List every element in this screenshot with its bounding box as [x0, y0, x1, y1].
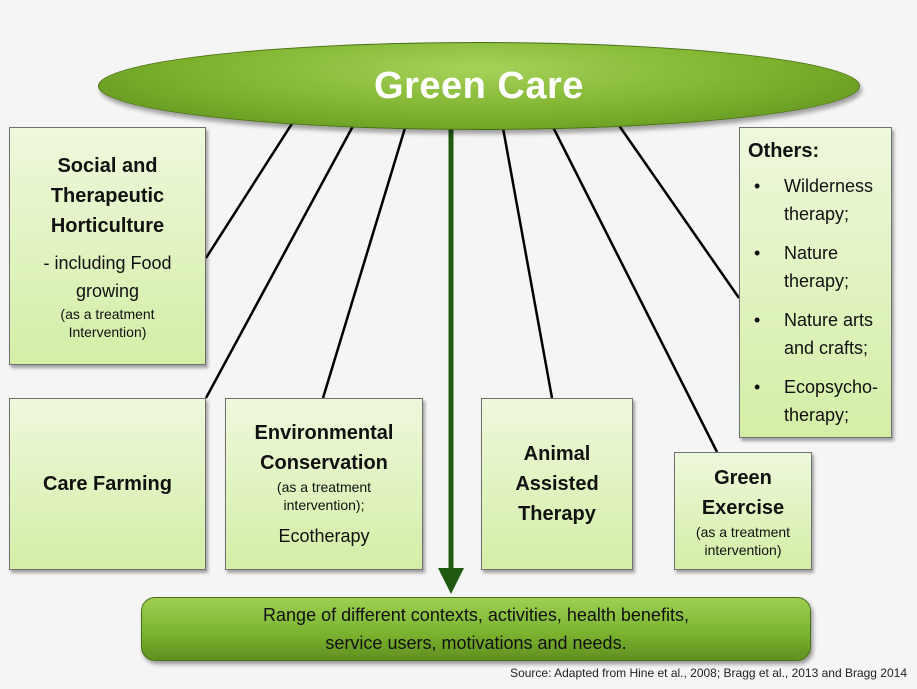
list-item: • Ecopsycho- therapy;	[748, 373, 891, 429]
green-exercise-title: Green Exercise	[702, 463, 784, 523]
horticulture-title: Social and Therapeutic Horticulture	[51, 151, 164, 241]
horticulture-note-line: Intervention)	[68, 324, 147, 340]
outcomes-line: Range of different contexts, activities,…	[263, 605, 689, 625]
bullet-icon: •	[754, 243, 761, 263]
others-item-line: Nature	[784, 243, 839, 263]
others-item-line: Ecopsycho-	[784, 377, 879, 397]
connector-green-exercise	[551, 126, 719, 453]
others-item-line: Wilderness	[784, 176, 874, 196]
bullet-icon: •	[754, 310, 761, 330]
connector-care-farming	[204, 125, 355, 399]
environmental-title-line: Conservation	[260, 452, 388, 474]
box-care-farming: Care Farming	[9, 398, 206, 570]
bullet-icon: •	[754, 377, 761, 397]
horticulture-note: (as a treatment Intervention)	[60, 305, 154, 341]
green-exercise-note-line: intervention)	[704, 542, 782, 558]
connector-environmental	[321, 127, 407, 399]
green-care-ellipse: Green Care	[98, 42, 860, 130]
box-animal-assisted-therapy: Animal Assisted Therapy	[481, 398, 633, 570]
source-citation: Source: Adapted from Hine et al., 2008; …	[510, 666, 907, 680]
list-item: • Nature therapy;	[748, 239, 891, 295]
others-item-line: therapy;	[784, 271, 850, 291]
box-horticulture: Social and Therapeutic Horticulture - in…	[9, 127, 206, 365]
horticulture-title-line: Therapeutic	[50, 185, 165, 207]
horticulture-title-line: Horticulture	[50, 215, 165, 237]
others-item-line: therapy;	[784, 405, 850, 425]
environmental-note-line: (as a treatment	[276, 479, 372, 495]
others-list: • Wilderness therapy; • Nature therapy; …	[748, 172, 891, 429]
outcomes-bar: Range of different contexts, activities,…	[141, 597, 811, 661]
box-environmental-conservation: Environmental Conservation (as a treatme…	[225, 398, 423, 570]
bullet-icon: •	[754, 176, 761, 196]
list-item: • Wilderness therapy;	[748, 172, 891, 228]
others-title: Others:	[748, 140, 820, 162]
green-exercise-note: (as a treatment intervention)	[696, 523, 790, 559]
others-item-line: therapy;	[784, 204, 850, 224]
environmental-title-line: Environmental	[254, 422, 394, 444]
care-farming-title: Care Farming	[43, 473, 172, 495]
animal-title-line: Animal	[523, 443, 591, 465]
connector-others	[616, 123, 741, 299]
outcomes-line: service users, motivations and needs.	[325, 633, 627, 653]
animal-title-line: Therapy	[518, 503, 596, 525]
connector-animal	[501, 127, 554, 399]
animal-title: Animal Assisted Therapy	[515, 439, 598, 529]
green-exercise-title-line: Exercise	[701, 497, 785, 519]
diagram-title: Green Care	[374, 64, 584, 107]
horticulture-sub-line: - including Food	[43, 253, 172, 273]
horticulture-note-line: (as a treatment	[60, 306, 155, 322]
list-item: • Nature arts and crafts;	[748, 306, 891, 362]
others-item-line: and crafts;	[784, 338, 869, 358]
central-arrow-head	[438, 568, 464, 594]
horticulture-sub-line: growing	[75, 281, 140, 301]
box-others: Others: • Wilderness therapy; • Nature t…	[739, 127, 892, 438]
environmental-note: (as a treatment intervention);	[277, 478, 371, 514]
connector-horticulture	[204, 121, 295, 259]
horticulture-subtitle: - including Food growing	[43, 249, 171, 305]
animal-title-line: Assisted	[515, 473, 599, 495]
box-green-exercise: Green Exercise (as a treatment intervent…	[674, 452, 812, 570]
green-exercise-title-line: Green	[714, 467, 772, 489]
horticulture-title-line: Social and	[57, 155, 158, 177]
others-item-line: Nature arts	[784, 310, 874, 330]
environmental-subtitle: Ecotherapy	[278, 526, 370, 546]
green-exercise-note-line: (as a treatment	[695, 524, 791, 540]
environmental-title: Environmental Conservation	[255, 418, 394, 478]
environmental-note-line: intervention);	[283, 497, 365, 513]
